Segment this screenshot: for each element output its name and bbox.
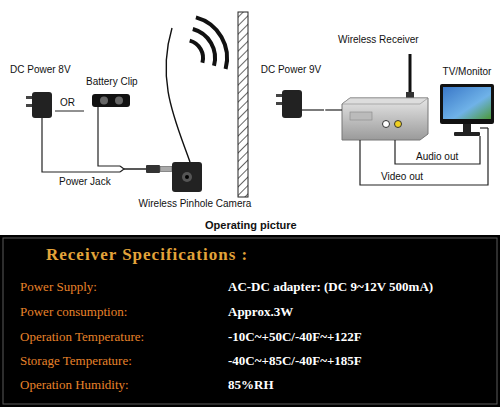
battery-clip: Battery Clip: [86, 76, 152, 112]
wire-connector: [360, 142, 488, 185]
or-label: OR: [59, 97, 76, 108]
radio-waves: [190, 17, 227, 69]
spec-value: AC-DC adapter: (DC 9~12V 500mA): [228, 279, 433, 295]
power-adapter: DC Power 8V: [10, 64, 80, 126]
spec-key: Power consumption:: [20, 304, 127, 320]
spec-key: Power Supply:: [20, 279, 97, 295]
wireless-receiver: Wireless Receiver: [338, 34, 434, 148]
spec-value: -10C~+50C/-40F~+122F: [228, 329, 362, 345]
pinhole-camera: Wireless Pinhole Camera: [120, 158, 270, 210]
receiver-icon: [338, 54, 428, 148]
spec-heading: Receiver Specifications :: [46, 245, 248, 265]
spec-key: Storage Temperature:: [20, 353, 132, 369]
part-label: Power Jack: [58, 176, 112, 187]
adapter-icon: [26, 92, 52, 126]
node-label: Wireless Pinhole Camera: [139, 198, 252, 210]
tv-icon: [440, 84, 494, 142]
node-label: DC Power 8V: [10, 64, 71, 76]
tv-monitor: TV/Monitor: [438, 66, 496, 142]
or-line: [55, 111, 84, 112]
wire-connector: [325, 109, 338, 110]
spec-key: Operation Humidity:: [20, 377, 129, 393]
spec-value: Approx.3W: [228, 304, 293, 320]
signal-label: Audio out: [415, 151, 459, 162]
spec-panel: [0, 235, 500, 407]
spec-key: Operation Temperature:: [20, 329, 144, 345]
adapter-icon: [276, 90, 324, 118]
node-label: Wireless Receiver: [338, 34, 419, 46]
wire-connector: [98, 112, 120, 166]
wire-connector: [42, 126, 120, 172]
node-label: Battery Clip: [86, 76, 138, 88]
spec-value: -40C~+85C/-40F~+185F: [228, 353, 362, 369]
battery-clip-icon: [92, 94, 130, 112]
node-label: DC Power 9V: [261, 64, 322, 76]
node-label: TV/Monitor: [443, 66, 492, 78]
wire-connector: [395, 142, 480, 164]
signal-label: Video out: [380, 171, 424, 182]
camera-icon: [120, 28, 202, 192]
spec-value: 85%RH: [228, 377, 274, 393]
panel-border: [3, 238, 497, 404]
figure-caption: Operating picture: [205, 219, 297, 231]
wall: [238, 12, 248, 197]
power-adapter: DC Power 9V: [261, 64, 326, 126]
